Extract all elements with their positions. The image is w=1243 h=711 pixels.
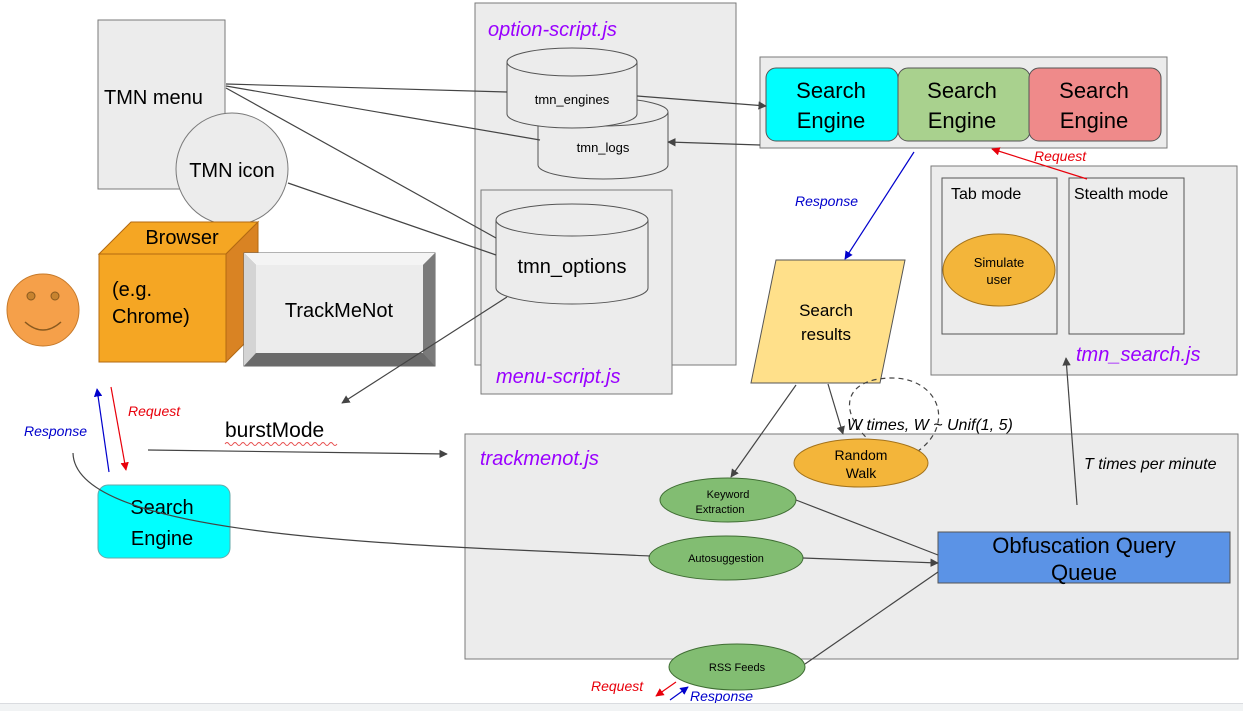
search-results-line2: results [801,325,851,344]
browser-label: Browser [145,227,219,249]
obfuscation-queue-line2: Queue [1051,560,1117,585]
left-search-engine-line2: Engine [131,528,193,550]
tmn-engines-label: tmn_engines [535,92,610,107]
response-label-top: Response [795,193,858,209]
tmn-engines-cylinder [506,47,638,129]
obfuscation-queue-box [937,531,1231,584]
request-label-left: Request [128,403,181,419]
browser-cube-front [98,253,227,363]
response-label-left: Response [24,423,87,439]
tab-mode-label: Tab mode [951,186,1021,203]
autosuggestion-label: Autosuggestion [688,553,764,565]
search-engine-green-line1: Search [927,78,997,103]
burst-mode-label: burstMode [225,419,324,442]
trackmenot-box-bevel-top [244,253,435,265]
simulate-user-line1: Simulate [974,255,1025,270]
tmn-options-cylinder [495,203,649,305]
request-arrow-bottom [655,681,677,697]
stealth-mode-label: Stealth mode [1074,186,1168,203]
rss-feeds-label: RSS Feeds [709,662,766,674]
browser-eg-line2: Chrome) [112,306,190,328]
connector-lines [72,83,1078,665]
t-times-annotation: T times per minute [1084,456,1217,473]
search-engine-red-box [1028,67,1162,142]
random-walk-line1: Random [835,447,888,463]
burst-mode-spellcheck-underline [224,442,338,446]
tmn-logs-label: tmn_logs [577,140,630,155]
user-smiley-icon [6,273,80,347]
request-label-bottom: Request [591,678,644,694]
search-engine-cyan-line1: Search [796,78,866,103]
keyword-extraction-line2: Extraction [696,504,745,516]
tmn-options-label: tmn_options [518,256,627,278]
menu-script-label: menu-script.js [496,366,620,388]
trackmenot-box-bevel-left [244,253,256,366]
rss-feeds-ellipse [668,643,806,691]
trackmenot-box-face [256,265,423,353]
search-engine-red-line1: Search [1059,78,1129,103]
trackmenot-js-label: trackmenot.js [480,448,599,470]
tmn-search-label: tmn_search.js [1076,344,1201,366]
keyword-extraction-line1: Keyword [707,489,750,501]
simulate-user-ellipse [942,233,1056,307]
trackmenot-box-bevel-right [423,253,435,366]
search-results-line1: Search [799,301,853,320]
request-arrow-top [991,147,1088,180]
simulate-user-line2: user [986,272,1012,287]
random-walk-line2: Walk [846,465,878,481]
random-walk-ellipse [793,438,929,488]
request-label-top: Request [1034,148,1087,164]
left-search-engine-line1: Search [130,497,193,519]
tmn-icon-label: TMN icon [189,160,275,182]
trackmenot-label: TrackMeNot [285,300,394,322]
random-walk-loop [848,377,940,456]
bottom-scroll-bar [0,703,1243,711]
response-arrow-top [844,151,915,260]
search-results-shape [750,259,906,384]
search-engine-red-line2: Engine [1060,108,1129,133]
stealth-mode-box [1068,177,1185,335]
response-arrow-left [93,388,110,473]
obfuscation-queue-line1: Obfuscation Query [992,533,1175,558]
response-arrow-bottom [669,686,689,701]
response-label-bottom: Response [690,688,753,704]
search-engine-cyan-line2: Engine [797,108,866,133]
search-engine-green-line2: Engine [928,108,997,133]
tmn-menu-label: TMN menu [104,87,203,109]
trackmenot-box-bevel-bottom [244,353,435,366]
w-times-annotation: W times, W ~ Unif(1, 5) [847,417,1013,434]
browser-eg-line1: (e.g. [112,279,152,301]
option-script-label: option-script.js [488,19,617,41]
request-arrow-left [110,386,129,471]
